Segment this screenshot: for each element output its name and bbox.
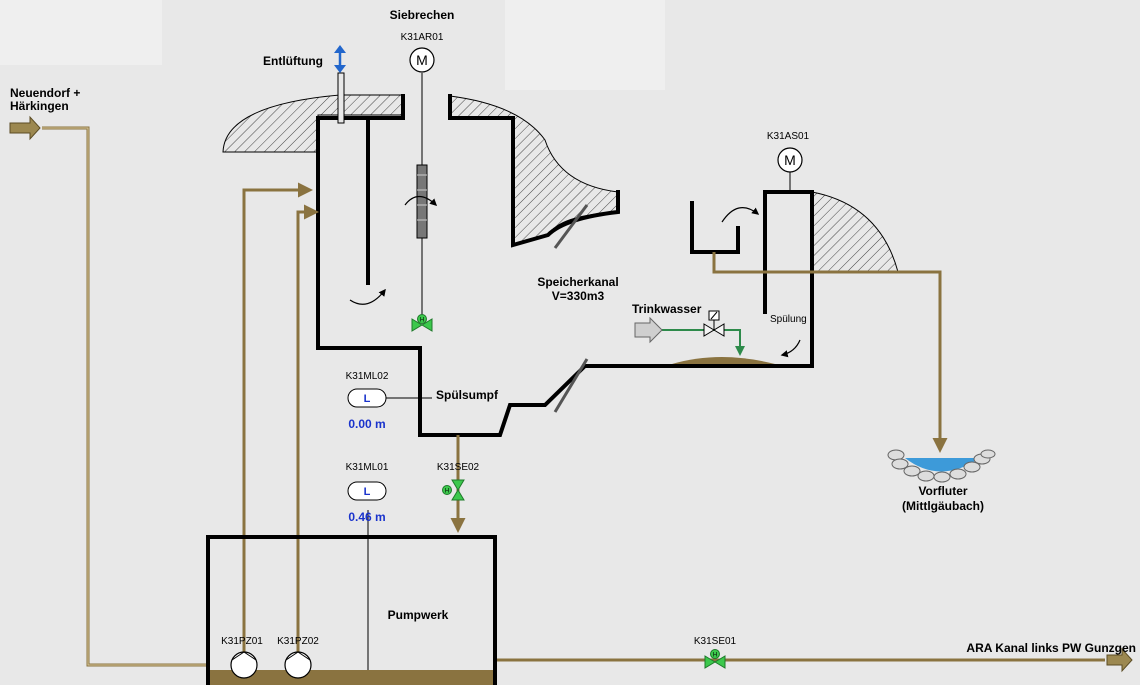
valve1-tag: K31SE02 <box>437 462 480 473</box>
vorfluter-pipe <box>712 252 948 453</box>
volume-label: V=330m3 <box>552 289 605 303</box>
valve-trinkwasser[interactable] <box>703 310 725 337</box>
motor1-tag: K31AR01 <box>401 32 444 43</box>
vent-arrow-icon <box>334 45 346 73</box>
inlet-label-line2: Härkingen <box>10 99 69 113</box>
inlet-pipe <box>42 126 208 667</box>
pump2-riser <box>296 204 319 655</box>
pump1-tag: K31PZ01 <box>221 636 263 647</box>
pump1-riser <box>242 182 313 655</box>
inlet-arrow-icon <box>9 115 41 141</box>
entluftung-label: Entlüftung <box>263 54 323 68</box>
vorfluter-basin <box>887 449 996 483</box>
pumpwerk-wall <box>206 535 497 685</box>
level1-tag: K31ML02 <box>346 371 389 382</box>
sludge-storage <box>672 357 775 364</box>
vent-pipe <box>337 72 345 124</box>
chamber-rotation-arrow-icon <box>349 288 386 305</box>
spuelsumpf-label: Spülsumpf <box>436 388 499 402</box>
valve-icon <box>451 479 465 501</box>
svg-text:L: L <box>364 486 371 498</box>
pumpwerk-sludge <box>208 670 495 685</box>
sump-wall <box>418 190 814 437</box>
level2-tag: K31ML01 <box>346 462 389 473</box>
motor2-tag: K31AS01 <box>767 131 810 142</box>
earth-left <box>222 94 404 153</box>
pump2-tag: K31PZ02 <box>277 636 319 647</box>
motor-k31ar01[interactable]: M <box>409 47 435 73</box>
storage-gate-1 <box>553 204 589 249</box>
earth-spuelung <box>811 191 899 273</box>
vorfluter-label: Vorfluter <box>918 484 967 498</box>
pump-k31pz02[interactable] <box>284 651 312 679</box>
motor-symbol: M <box>784 152 796 168</box>
level2-value: 0.46 m <box>348 510 385 524</box>
pump-icon <box>284 651 312 679</box>
motor-k31as01[interactable]: M <box>777 147 803 173</box>
flush-bucket <box>690 201 740 254</box>
spuelung-label: Spülung <box>770 314 807 325</box>
speicherkanal-label: Speicherkanal <box>537 275 618 289</box>
inlet-label-line1: Neuendorf + <box>10 86 80 100</box>
motor-icon <box>777 147 803 173</box>
storage-gate-2 <box>553 358 589 413</box>
motor-icon <box>409 47 435 73</box>
valve-k31se01[interactable]: H <box>704 649 726 669</box>
level-sensor-k31ml01[interactable]: L <box>347 481 387 501</box>
svg-text:H: H <box>713 653 717 659</box>
svg-text:L: L <box>364 393 371 405</box>
water-pipe <box>662 329 745 356</box>
flush-rotation-arrow-icon <box>721 207 760 223</box>
vorfluter-sub-label: (Mittlgäubach) <box>902 499 984 513</box>
valve2-tag: K31SE01 <box>694 636 737 647</box>
level-sensor-icon <box>347 481 387 501</box>
motor-symbol: M <box>416 52 428 68</box>
trinkwasser-arrow-icon <box>634 316 663 344</box>
valve-icon <box>411 318 433 332</box>
level-sensor-icon <box>347 388 387 408</box>
level1-value: 0.00 m <box>348 417 385 431</box>
svg-text:H: H <box>420 318 424 324</box>
svg-text:H: H <box>445 489 449 495</box>
valve-k31se02[interactable]: H <box>442 479 465 501</box>
ara-label: ARA Kanal links PW Gunzgen <box>966 641 1136 655</box>
header-panel-right <box>505 0 665 90</box>
level-sensor-k31ml02[interactable]: L <box>347 388 387 408</box>
spuelung-arrow-icon <box>780 339 801 358</box>
pumpwerk-label: Pumpwerk <box>388 608 449 622</box>
screen-rotation-arrow-icon <box>404 195 438 206</box>
storage-channel-wall <box>448 94 620 248</box>
pump-k31pz01[interactable] <box>230 651 258 679</box>
trinkwasser-label: Trinkwasser <box>632 302 702 316</box>
screen-rake <box>416 164 428 239</box>
siebrechen-chamber-left <box>316 94 422 350</box>
valve-screen[interactable]: H <box>411 314 433 332</box>
valve-icon <box>704 655 726 669</box>
inlet-label: Neuendorf + Härkingen <box>10 86 84 113</box>
header-panel-left <box>0 0 162 65</box>
outlet-arrow-icon <box>1106 647 1133 673</box>
siebrechen-label: Siebrechen <box>390 8 455 22</box>
pump-icon <box>230 651 258 679</box>
